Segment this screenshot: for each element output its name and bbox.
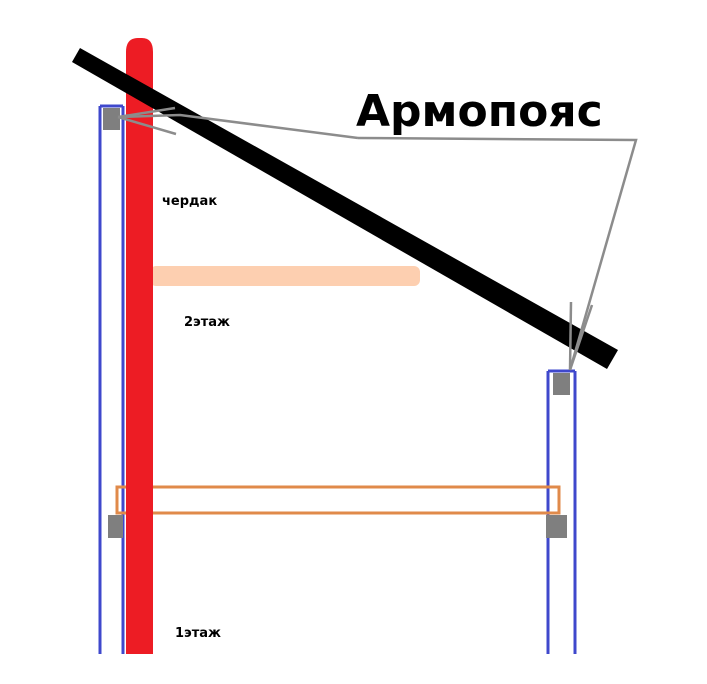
interfloor-beam: [115, 485, 561, 515]
armopoyas-left-bottom: [108, 515, 123, 538]
floor-label-first: 1этаж: [175, 626, 221, 641]
pointer-arrows: [117, 106, 638, 371]
armopoyas-left-top: [103, 108, 120, 130]
roof-slope: [72, 48, 618, 369]
attic-floor-beam: [150, 266, 420, 286]
diagram-title: Армопояс: [356, 86, 603, 137]
floor-label-attic: чердак: [162, 194, 218, 209]
armopoyas-right-top: [553, 373, 570, 395]
left-wall: [98, 104, 125, 654]
armopoyas-right-bottom: [546, 515, 567, 538]
floor-label-second: 2этаж: [184, 315, 230, 330]
chimney: [126, 38, 153, 654]
